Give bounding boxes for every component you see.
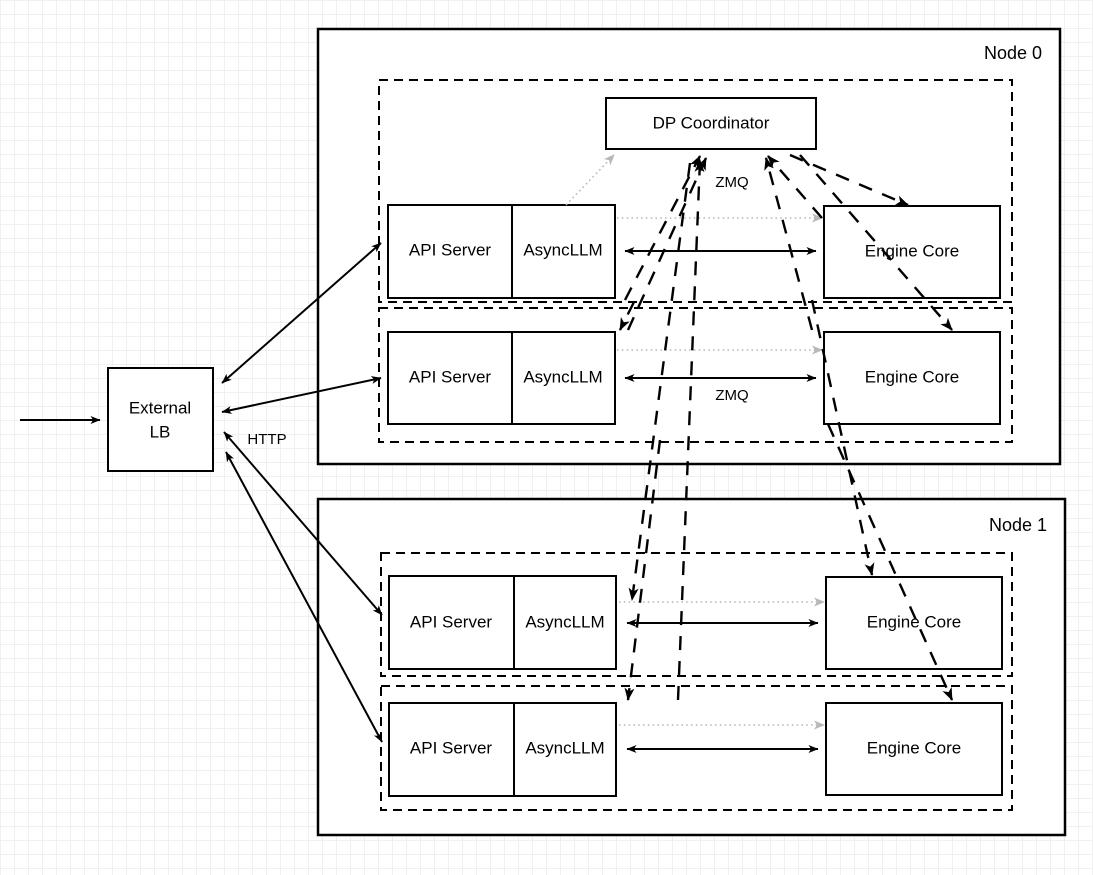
node-0-group-0-dashed-boundary (378, 79, 1013, 303)
external-lb-box[interactable] (107, 367, 214, 472)
node-0-group-0-api-unit[interactable]: API Server AsyncLLM (387, 204, 616, 299)
node-0-group-0-asyncllm-to-coordinator (623, 155, 702, 301)
node-1-group-1-engine-label: Engine Core (867, 738, 962, 757)
node-1-group-0-asyncllm-label: AsyncLLM (525, 612, 604, 631)
node-0-label: Node 0 (984, 43, 1042, 63)
node-1-group-1-dashed-boundary (380, 685, 1013, 811)
node-0-group-1-dashed-boundary (378, 307, 1013, 443)
coordinator-to-node1-group1-asyncllm (624, 439, 662, 701)
node-1-group-0-api-server-label: API Server (410, 612, 493, 631)
asyncllm-to-coordinator-dotted-arrow (565, 154, 615, 206)
node-0-group-1-engine-core[interactable]: Engine Core (823, 331, 1001, 425)
dp-coordinator[interactable]: DP Coordinator (605, 97, 817, 150)
node-0-group-1-zmq-label: ZMQ (715, 387, 748, 404)
coordinator-to-node1-group0-engine (810, 299, 875, 576)
node-0-group-0-asyncllm-label: AsyncLLM (523, 240, 602, 259)
node-0-group-0-engine-box[interactable] (823, 205, 1001, 299)
node-1-group-0-engine-core[interactable]: Engine Core (825, 576, 1003, 670)
node-0-group-1-asyncllm-label: AsyncLLM (523, 367, 602, 386)
coordinator-to-node0-group1-asyncllm (618, 301, 636, 331)
coordinator-to-node0-group0-engine (789, 153, 909, 207)
node-1-group-1-api-server-label: API Server (410, 738, 493, 757)
node-0-group-1-api-server-label: API Server (409, 367, 492, 386)
lb-to-node0-group1-arrow (221, 376, 382, 414)
node-1-group-1-api-box[interactable] (388, 702, 617, 797)
node-0-group-1-asyncllm-to-coordinator (626, 157, 708, 331)
node-1-group-1-asyncllm-to-coordinator (676, 159, 705, 701)
node-0-group-0-engine-label: Engine Core (865, 241, 960, 260)
node-0-group-1-api-unit[interactable]: API Server AsyncLLM (387, 331, 616, 425)
dp-coordinator-box[interactable] (605, 97, 817, 150)
node-1-group-0-api-box[interactable] (388, 575, 617, 670)
coordinator-to-node1-group1-engine (826, 423, 954, 701)
node-1-label: Node 1 (989, 515, 1047, 535)
node-0-group-0-api-box[interactable] (387, 204, 616, 299)
node-0-group-0-engine-core[interactable]: Engine Core (823, 205, 1001, 299)
node-1-group-1-engine-core[interactable]: Engine Core (825, 702, 1003, 796)
external-lb-label-line2: LB (150, 422, 171, 441)
dp-coordinator-label: DP Coordinator (653, 113, 770, 132)
node-0-coordinator-zmq-label: ZMQ (715, 174, 748, 191)
node-1-group-0-engine-box[interactable] (825, 576, 1003, 670)
node-1-group-0-engine-label: Engine Core (867, 612, 962, 631)
http-label: HTTP (247, 431, 286, 448)
node-1-group-1-asyncllm-label: AsyncLLM (525, 738, 604, 757)
node-0-group-1-api-box[interactable] (387, 331, 616, 425)
external-lb-label-line1: External (129, 398, 191, 417)
node-1-group-1-api-unit[interactable]: API Server AsyncLLM (388, 702, 617, 797)
node-0-group-0-engine-to-coordinator (767, 155, 823, 219)
node-0-group-0-api-server-label: API Server (409, 240, 492, 259)
lb-to-node1-group1-arrow (225, 451, 383, 743)
node-0-group-1-engine-to-coordinator (764, 157, 814, 331)
external-lb[interactable]: External LB (107, 367, 214, 472)
node-1-group-1-engine-box[interactable] (825, 702, 1003, 796)
node-0-group-1-engine-box[interactable] (823, 331, 1001, 425)
coordinator-to-node0-group1-engine (799, 154, 953, 331)
node-0-group-1-engine-label: Engine Core (865, 367, 960, 386)
node-1-group-0-api-unit[interactable]: API Server AsyncLLM (388, 575, 617, 670)
lb-to-node0-group0-arrow (221, 242, 382, 384)
